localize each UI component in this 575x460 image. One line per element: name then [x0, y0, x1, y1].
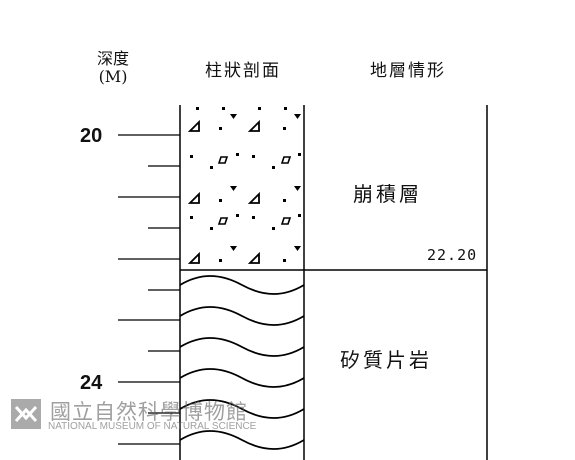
museum-logo-icon: [11, 399, 41, 429]
log-structure: [179, 105, 488, 460]
colluvium-triangle: [187, 191, 200, 204]
colluvium-dot: [219, 259, 222, 262]
colluvium-dot: [272, 166, 275, 169]
schist-wave: [180, 430, 304, 450]
colluvium-dot: [210, 166, 213, 169]
watermark-chinese-name: 國立自然科學博物館: [50, 400, 248, 424]
layer-name-colluvium: 崩積層: [353, 182, 422, 206]
schist-wave: [180, 275, 304, 295]
colluvium-marker: [294, 186, 301, 191]
colluvium-triangle: [247, 251, 260, 264]
colluvium-dot: [190, 216, 193, 219]
column-profile-header: 柱狀剖面: [205, 61, 281, 81]
colluvium-dot: [252, 216, 255, 219]
colluvium-dot: [196, 107, 199, 110]
colluvium-pebble: [217, 217, 229, 225]
colluvium-dot: [283, 259, 286, 262]
schist-wave: [180, 399, 304, 419]
colluvium-triangle: [247, 119, 260, 132]
museum-watermark: 國立自然科學博物館 NATIONAL MUSEUM OF NATURAL SCI…: [10, 396, 270, 436]
colluvium-triangle: [247, 191, 260, 204]
layer-boundary-depth: 22.20: [427, 246, 478, 264]
colluvium-dot: [222, 107, 225, 110]
colluvium-pebble: [280, 156, 292, 164]
schist-wave: [180, 337, 304, 357]
schist-wave: [180, 368, 304, 388]
stratum-description-header: 地層情形: [370, 61, 446, 81]
colluvium-dot: [219, 199, 222, 202]
schist-wave: [180, 306, 304, 326]
colluvium-dot: [298, 214, 301, 217]
watermark-english-name: NATIONAL MUSEUM OF NATURAL SCIENCE: [48, 421, 257, 432]
colluvium-marker: [230, 246, 237, 251]
colluvium-dot: [283, 199, 286, 202]
colluvium-dot: [252, 155, 255, 158]
colluvium-dot: [219, 127, 222, 130]
colluvium-dot: [272, 227, 275, 230]
colluvium-marker: [230, 114, 237, 119]
colluvium-dot: [283, 127, 286, 130]
colluvium-triangle: [187, 251, 200, 264]
colluvium-pattern: [187, 107, 301, 264]
depth-label-24: 24: [80, 372, 103, 394]
colluvium-marker: [294, 114, 301, 119]
colluvium-pebble: [280, 217, 292, 225]
colluvium-marker: [230, 186, 237, 191]
depth-header: 深度 (M): [96, 49, 129, 86]
colluvium-marker: [294, 246, 301, 251]
layer-name-schist: 矽質片岩: [340, 348, 432, 372]
colluvium-dot: [236, 214, 239, 217]
colluvium-dot: [258, 107, 261, 110]
colluvium-dot: [190, 155, 193, 158]
colluvium-dot: [284, 107, 287, 110]
colluvium-dot: [298, 153, 301, 156]
depth-ticks: [118, 134, 180, 445]
colluvium-dot: [236, 153, 239, 156]
colluvium-dot: [210, 227, 213, 230]
schist-pattern: [180, 275, 304, 450]
colluvium-pebble: [217, 156, 229, 164]
colluvium-triangle: [187, 119, 200, 132]
depth-label-20: 20: [80, 125, 103, 147]
